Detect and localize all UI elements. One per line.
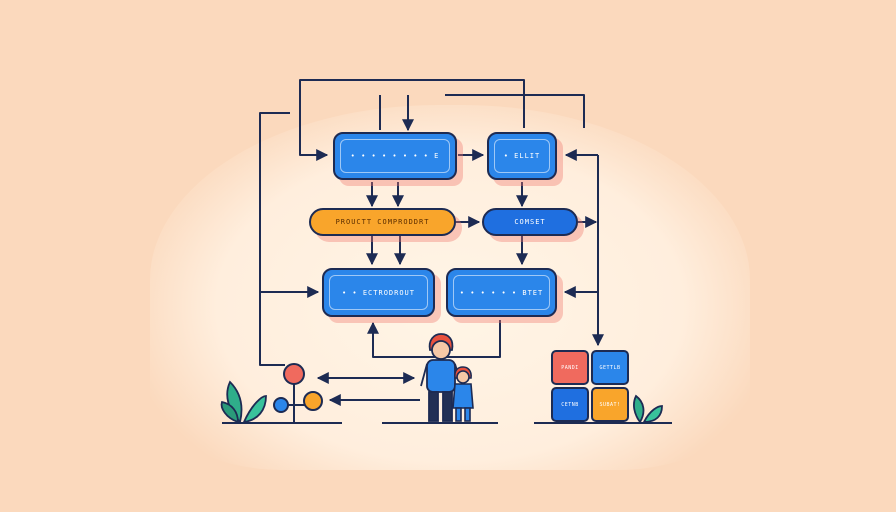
top-right-process-box[interactable]: • ELLIT — [487, 132, 557, 180]
adult-figure — [420, 333, 461, 422]
plant-right — [633, 394, 663, 424]
connector-top-right — [445, 94, 585, 128]
connector-left-loop — [259, 112, 290, 366]
comet-label: COMSET — [514, 218, 546, 226]
parent-component-box[interactable]: PROUCTT COMPRODDRT — [309, 208, 456, 236]
block-blue-bottom: CETNB — [551, 387, 589, 422]
block-red: PANDI — [551, 350, 589, 385]
comet-box[interactable]: COMSET — [482, 208, 578, 236]
block-red-label: PANDI — [561, 364, 579, 371]
block-orange: SUBAT! — [591, 387, 629, 422]
child-figure — [452, 366, 474, 422]
bottom-left-process-box[interactable]: • • ECTRODROUT — [322, 268, 435, 317]
block-blue-top: GETTLB — [591, 350, 629, 385]
bottom-right-process-box[interactable]: • • • • • • BTET — [446, 268, 557, 317]
top-right-process-label: • ELLIT — [503, 152, 541, 160]
block-blue-bottom-label: CETNB — [561, 401, 579, 408]
top-left-process-label: • • • • • • • • E — [350, 152, 440, 160]
blue-node — [273, 397, 289, 413]
block-blue-top-label: GETTLB — [599, 364, 621, 371]
plant-left — [220, 380, 267, 424]
bottom-left-process-label: • • ECTRODROUT — [341, 288, 415, 297]
top-left-process-box[interactable]: • • • • • • • • E — [333, 132, 457, 180]
red-node — [283, 363, 305, 385]
bottom-right-process-label: • • • • • • BTET — [459, 288, 544, 297]
orange-node — [303, 391, 323, 411]
parent-component-label: PROUCTT COMPRODDRT — [335, 218, 430, 226]
block-orange-label: SUBAT! — [599, 401, 621, 408]
